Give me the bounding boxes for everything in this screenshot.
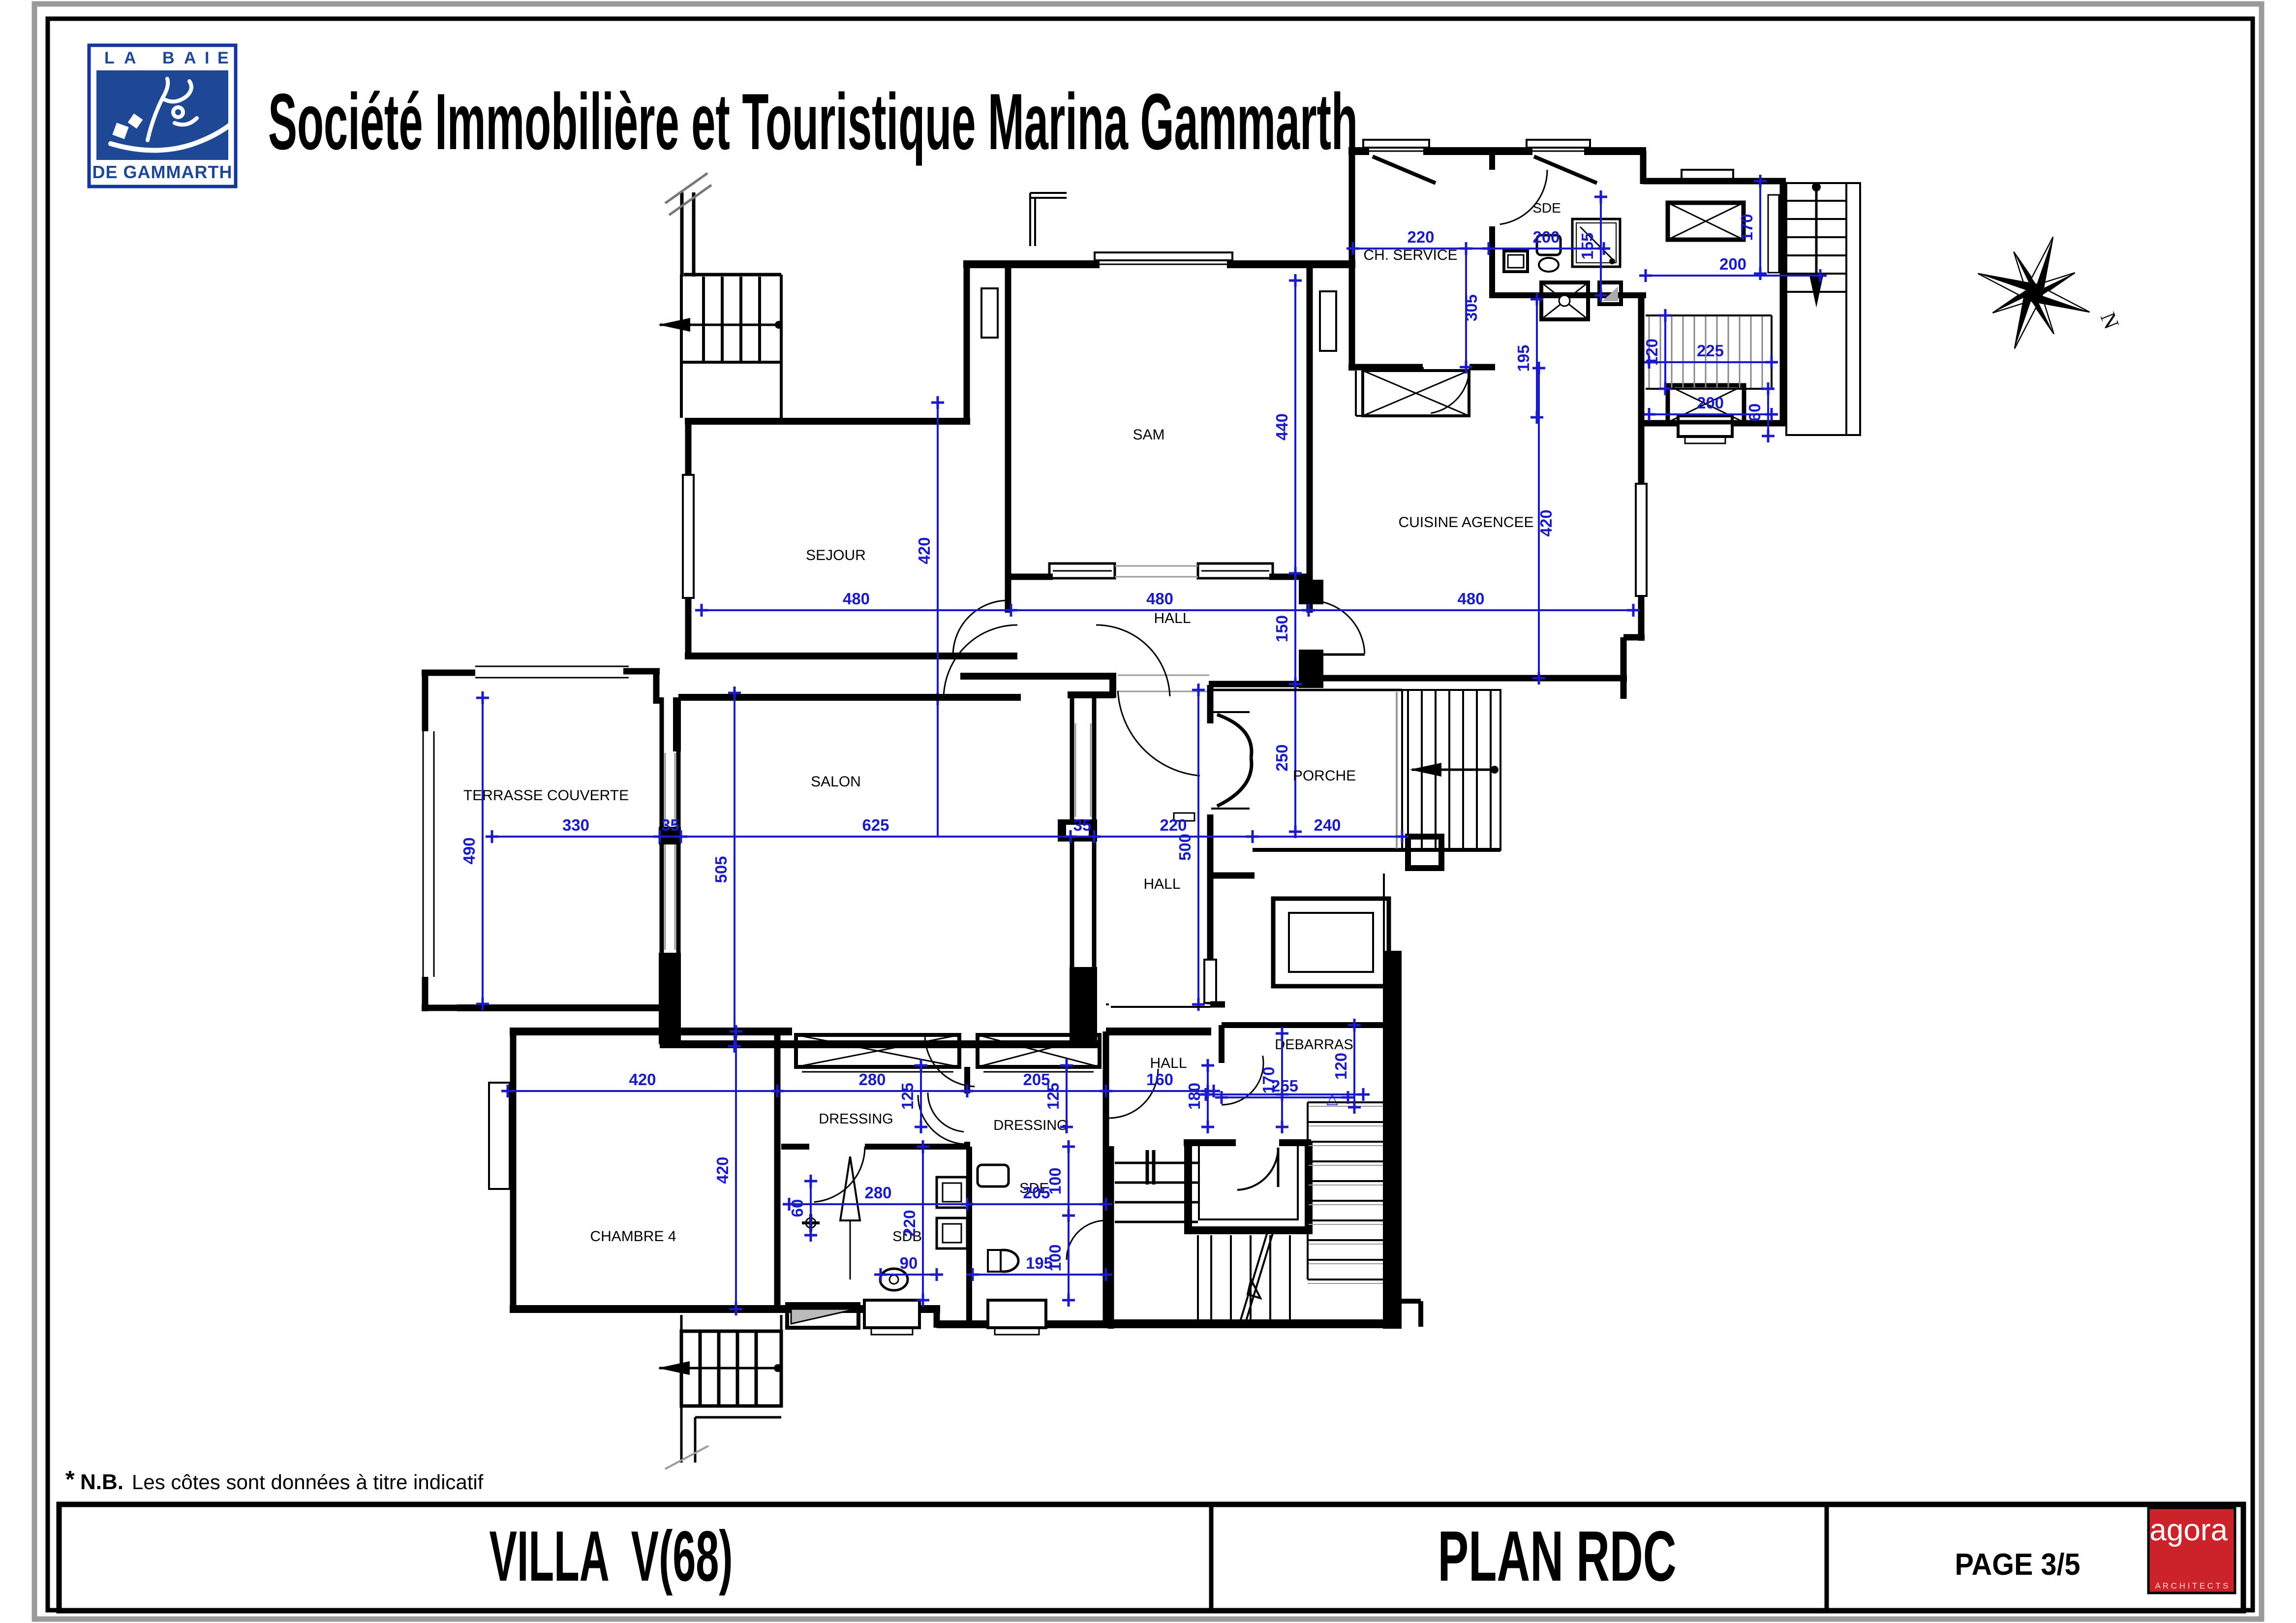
svg-text:L: L [104, 49, 115, 67]
svg-text:155: 155 [1578, 232, 1596, 259]
svg-text:255: 255 [1271, 1077, 1298, 1095]
svg-text:480: 480 [843, 590, 870, 608]
svg-text:35: 35 [661, 816, 679, 834]
svg-text:100: 100 [1046, 1167, 1064, 1194]
svg-text:330: 330 [562, 816, 589, 834]
svg-text:SALON: SALON [811, 774, 861, 790]
svg-text:35: 35 [1073, 816, 1092, 834]
svg-text:120: 120 [1643, 339, 1661, 366]
svg-text:220: 220 [900, 1210, 918, 1237]
svg-text:420: 420 [629, 1070, 656, 1089]
svg-text:DEBARRAS: DEBARRAS [1275, 1037, 1353, 1053]
svg-text:TERRASSE COUVERTE: TERRASSE COUVERTE [463, 787, 629, 804]
svg-text:420: 420 [915, 537, 933, 564]
svg-text:490: 490 [460, 837, 478, 864]
svg-text:200: 200 [1697, 394, 1724, 412]
svg-text:280: 280 [864, 1184, 891, 1202]
svg-text:240: 240 [1314, 816, 1341, 834]
svg-text:625: 625 [862, 816, 889, 834]
svg-text:SDE: SDE [1019, 1181, 1049, 1196]
svg-text:100: 100 [1046, 1244, 1064, 1271]
svg-text:B: B [162, 49, 175, 67]
svg-text:PAGE 3/5: PAGE 3/5 [1955, 1548, 2081, 1582]
svg-text:CUISINE AGENCEE: CUISINE AGENCEE [1398, 514, 1533, 531]
svg-text:195: 195 [1026, 1254, 1053, 1272]
svg-text:220: 220 [1160, 816, 1187, 834]
svg-text:220: 220 [1407, 228, 1434, 246]
svg-text:DRESSING: DRESSING [993, 1118, 1068, 1133]
svg-text:440: 440 [1273, 413, 1291, 440]
svg-text:PLAN RDC: PLAN RDC [1438, 1516, 1677, 1596]
svg-text:SEJOUR: SEJOUR [806, 547, 866, 563]
svg-text:HALL: HALL [1154, 610, 1191, 626]
svg-text:125: 125 [898, 1083, 917, 1110]
svg-text:△: △ [1326, 1091, 1338, 1107]
svg-text:125: 125 [1044, 1083, 1062, 1110]
svg-text:500: 500 [1176, 834, 1194, 861]
svg-text:Les côtes sont données à titre: Les côtes sont données à titre indicatif [132, 1470, 484, 1494]
svg-text:E: E [217, 49, 229, 67]
svg-text:60: 60 [788, 1199, 806, 1217]
svg-text:A: A [124, 49, 136, 67]
svg-text:CHAMBRE 4: CHAMBRE 4 [590, 1228, 676, 1245]
svg-text:505: 505 [712, 856, 730, 883]
svg-text:60: 60 [1745, 404, 1764, 422]
svg-text:Société Immobilière et Tourist: Société Immobilière et Touristique Marin… [268, 77, 1358, 166]
svg-text:I: I [205, 49, 209, 67]
svg-text:A R C H I T E C T S: A R C H I T E C T S [2155, 1581, 2229, 1591]
svg-text:160: 160 [1146, 1070, 1173, 1089]
svg-text:DRESSING: DRESSING [819, 1111, 893, 1127]
svg-text:HALL: HALL [1143, 876, 1180, 892]
svg-text:280: 280 [858, 1070, 886, 1089]
svg-text:205: 205 [1023, 1184, 1050, 1202]
svg-text:200: 200 [1532, 228, 1560, 246]
svg-text:180: 180 [1185, 1083, 1203, 1110]
svg-text:480: 480 [1457, 590, 1484, 608]
svg-text:N.B.: N.B. [80, 1470, 123, 1494]
svg-text:120: 120 [1332, 1053, 1350, 1080]
svg-text:PORCHE: PORCHE [1293, 768, 1356, 784]
svg-text:90: 90 [900, 1254, 918, 1272]
svg-text:150: 150 [1273, 615, 1291, 642]
svg-text:170: 170 [1738, 214, 1756, 241]
svg-text:305: 305 [1462, 294, 1480, 321]
svg-text:DE GAMMARTH: DE GAMMARTH [92, 162, 233, 182]
svg-text:CH. SERVICE: CH. SERVICE [1363, 247, 1457, 263]
svg-text:420: 420 [1537, 509, 1555, 536]
svg-text:205: 205 [1023, 1070, 1050, 1089]
svg-text:SDB: SDB [892, 1229, 922, 1245]
svg-text:420: 420 [713, 1156, 732, 1184]
svg-text:480: 480 [1146, 590, 1173, 608]
svg-text:HALL: HALL [1150, 1055, 1187, 1071]
svg-text:A: A [184, 49, 196, 67]
svg-text:170: 170 [1259, 1066, 1278, 1093]
svg-text:200: 200 [1719, 255, 1746, 273]
svg-text:*: * [65, 1467, 75, 1493]
svg-text:SDE: SDE [1532, 200, 1561, 216]
svg-text:SAM: SAM [1133, 427, 1164, 443]
svg-text:250: 250 [1273, 744, 1291, 771]
svg-text:agora: agora [2149, 1513, 2228, 1547]
svg-text:225: 225 [1697, 342, 1724, 360]
svg-text:VILLA V(68): VILLA V(68) [490, 1516, 733, 1596]
svg-text:195: 195 [1514, 344, 1532, 372]
